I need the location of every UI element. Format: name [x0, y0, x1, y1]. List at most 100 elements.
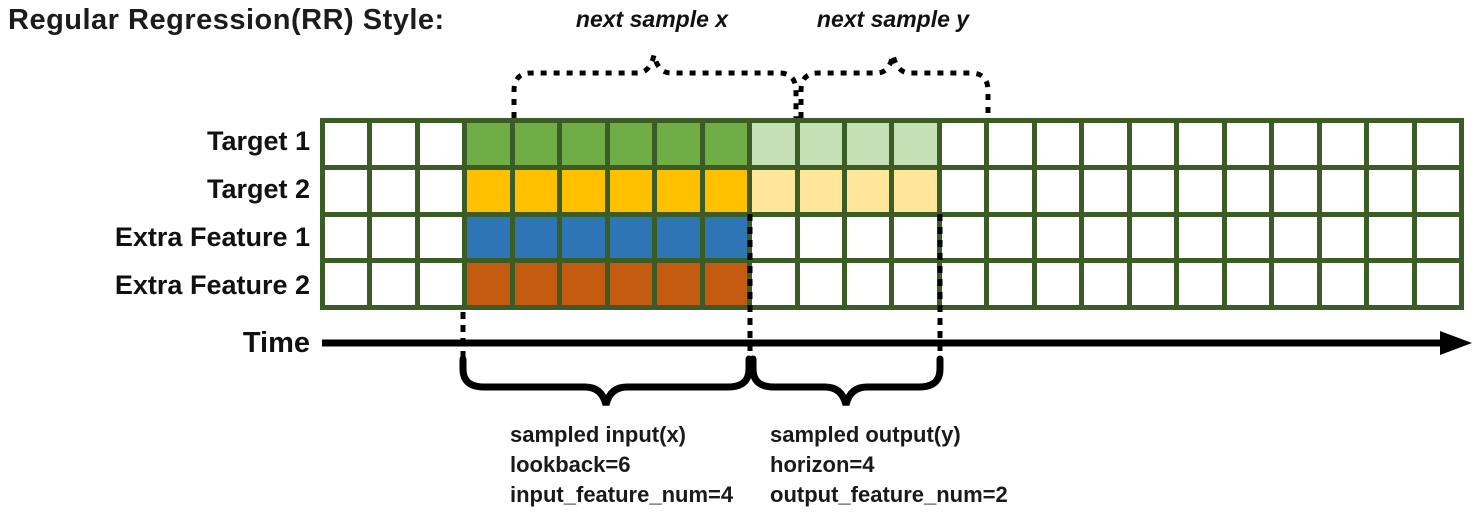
grid-cell [609, 263, 653, 305]
grid-cell [372, 169, 415, 212]
grid-cell [752, 263, 795, 305]
grid-cell [419, 263, 463, 305]
grid-cell [941, 216, 985, 259]
grid-cell [1036, 123, 1080, 165]
grid-cell [325, 169, 368, 212]
grid-cell [847, 169, 890, 212]
sampled-output-brace [749, 355, 944, 406]
grid-cell [1416, 123, 1459, 165]
grid-cell [894, 169, 937, 212]
grid-cell [1416, 263, 1459, 305]
grid-cell [514, 123, 558, 165]
time-axis-arrowhead [1440, 331, 1472, 355]
grid-cell [467, 169, 510, 212]
grid-cell [467, 123, 510, 165]
grid-cell [609, 169, 653, 212]
grid-cell [562, 123, 605, 165]
grid-cell [989, 263, 1032, 305]
lookback-value: lookback=6 [510, 452, 631, 477]
sampled-input-text: sampled input(x) lookback=6 input_featur… [510, 420, 733, 510]
grid-cell [941, 169, 985, 212]
grid-cell [562, 263, 605, 305]
grid-cell [847, 123, 890, 165]
grid-cell [799, 169, 843, 212]
grid-cell [989, 169, 1032, 212]
grid-cell [799, 216, 843, 259]
grid-cell [1179, 263, 1222, 305]
row-label-target-2: Target 2 [206, 174, 310, 204]
grid-cell [419, 216, 463, 259]
output-feature-num-value: output_feature_num=2 [770, 482, 1008, 507]
grid-cell [704, 123, 748, 165]
sampled-input-title: sampled input(x) [510, 422, 687, 447]
grid-cell [799, 123, 843, 165]
grid-cell [1179, 169, 1222, 212]
grid-cell [1226, 169, 1270, 212]
grid-cell [1179, 123, 1222, 165]
grid-cell [1036, 216, 1080, 259]
next-sample-y-brace [798, 54, 991, 118]
grid-cell [419, 169, 463, 212]
grid-cell [657, 263, 700, 305]
grid-cell [1369, 216, 1412, 259]
grid-cell [325, 123, 368, 165]
grid-cell [941, 263, 985, 305]
grid-cell [1084, 123, 1127, 165]
grid-cell [1226, 123, 1270, 165]
grid-cell [1369, 263, 1412, 305]
grid-cell [704, 169, 748, 212]
next-sample-x-brace [511, 54, 799, 118]
horizon-value: horizon=4 [770, 452, 875, 477]
diagram-title: Regular Regression(RR) Style: [8, 4, 445, 36]
grid-cell [325, 263, 368, 305]
grid-cell [1274, 169, 1317, 212]
grid-cell [704, 263, 748, 305]
input-feature-num-value: input_feature_num=4 [510, 482, 734, 507]
sampled-input-brace [459, 355, 753, 406]
grid-cell [372, 263, 415, 305]
grid-cell [799, 263, 843, 305]
grid-cell [1274, 123, 1317, 165]
grid-cell [847, 263, 890, 305]
grid-cell [1084, 263, 1127, 305]
grid-cell [1036, 169, 1080, 212]
time-label: Time [242, 327, 310, 359]
grid-cell [657, 216, 700, 259]
sampled-output-text: sampled output(y) horizon=4 output_featu… [770, 420, 1008, 510]
grid-cell [1321, 263, 1365, 305]
grid-cell [1084, 216, 1127, 259]
grid-cell [941, 123, 985, 165]
grid-cell [1369, 123, 1412, 165]
grid-cell [657, 123, 700, 165]
grid-cell [562, 169, 605, 212]
row-label-extra-feature-2: Extra Feature 2 [114, 270, 310, 300]
grid-cell [1036, 263, 1080, 305]
grid-cell [1369, 169, 1412, 212]
grid-cell [894, 216, 937, 259]
grid-cell [894, 123, 937, 165]
grid-cell [752, 123, 795, 165]
grid-cell [1226, 216, 1270, 259]
grid-cell [704, 216, 748, 259]
grid-cell [1226, 263, 1270, 305]
grid-cell [894, 263, 937, 305]
grid-cell [1321, 216, 1365, 259]
grid-cell [325, 216, 368, 259]
grid-cell [609, 123, 653, 165]
grid-cell [1416, 169, 1459, 212]
sampled-output-title: sampled output(y) [770, 422, 961, 447]
grid-cell [1131, 263, 1175, 305]
row-label-target-1: Target 1 [206, 126, 310, 156]
row-label-extra-feature-1: Extra Feature 1 [114, 222, 310, 252]
grid-cell [514, 216, 558, 259]
grid-cell [419, 123, 463, 165]
grid-cell [989, 216, 1032, 259]
grid-cell [514, 169, 558, 212]
grid-cell [372, 216, 415, 259]
grid-cell [1131, 216, 1175, 259]
grid-cell [1321, 123, 1365, 165]
grid-cell [1416, 216, 1459, 259]
sample-grid [320, 118, 1464, 310]
grid-cell [1131, 123, 1175, 165]
